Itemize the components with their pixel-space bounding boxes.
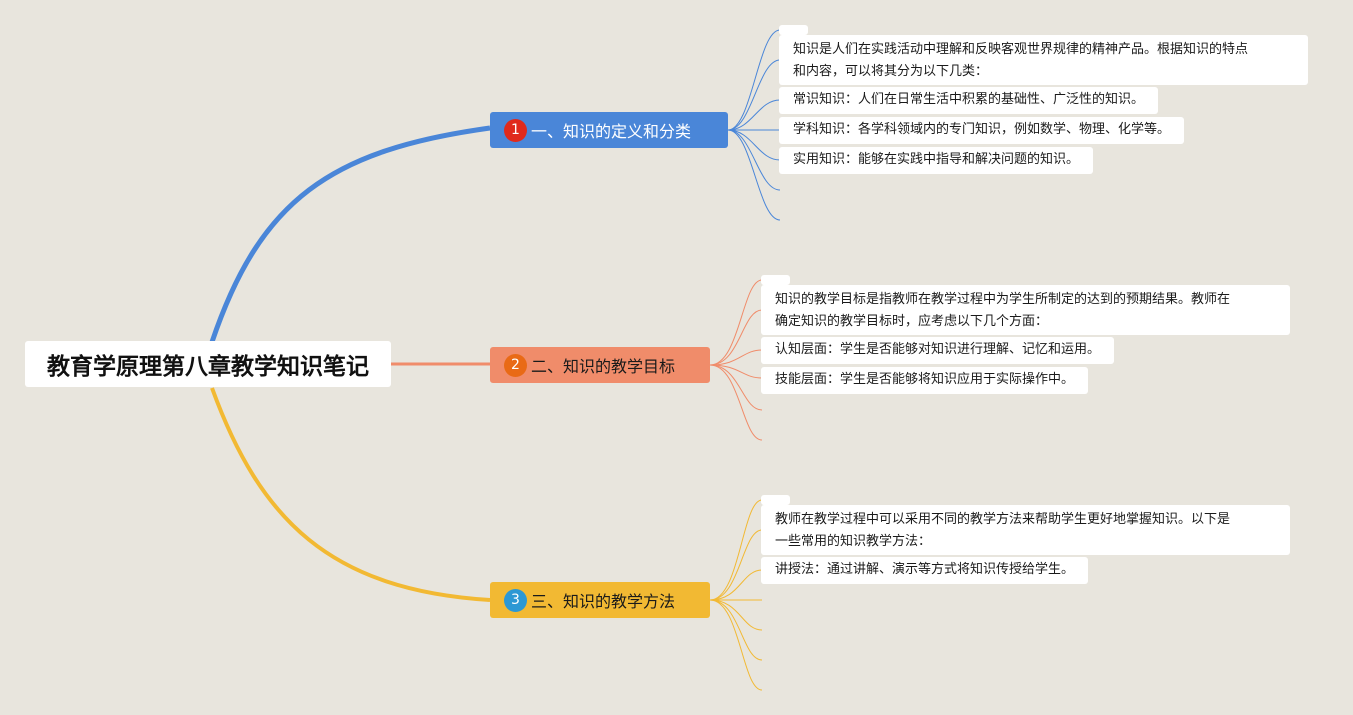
subtopic-2-item-1[interactable]: 认知层面：学生是否能够对知识进行理解、记忆和运用。	[761, 337, 1115, 364]
connector-main-1	[209, 125, 491, 343]
branch-topic-3[interactable]: 3 三、知识的教学方法	[490, 582, 710, 618]
subtopic-1-item-1[interactable]: 常识知识：人们在日常生活中积累的基础性、广泛性的知识。	[779, 87, 1159, 114]
subtopic-2-intro-line2: 确定知识的教学目标时，应考虑以下几个方面：	[775, 314, 1049, 329]
subtopic-3-intro-line1: 教师在教学过程中可以采用不同的教学方法来帮助学生更好地掌握知识。以下是	[775, 512, 1231, 527]
connector-group-2	[709, 279, 763, 441]
empty-subtopic-1[interactable]	[779, 25, 808, 35]
subtopic-3-intro-line2: 一些常用的知识教学方法：	[775, 534, 932, 549]
empty-subtopic-2[interactable]	[761, 275, 790, 285]
central-topic[interactable]: 教育学原理第八章教学知识笔记	[25, 341, 391, 387]
branch-label-1: 一、知识的定义和分类	[531, 122, 692, 141]
number-badge-1: 1	[504, 118, 527, 142]
subtopic-2-intro-line1: 知识的教学目标是指教师在教学过程中为学生所制定的达到的预期结果。教师在	[775, 292, 1231, 307]
subtopic-1-intro-line1: 知识是人们在实践活动中理解和反映客观世界规律的精神产品。根据知识的特点	[793, 42, 1249, 57]
empty-subtopic-3[interactable]	[761, 495, 790, 505]
number-badge-3: 3	[504, 588, 527, 612]
number-badge-2: 2	[504, 353, 527, 377]
connector-main-3	[210, 387, 491, 602]
subtopic-1-intro-line2: 和内容，可以将其分为以下几类：	[793, 64, 989, 79]
connector-group-3	[709, 499, 763, 691]
subtopic-1-item-2[interactable]: 学科知识：各学科领域内的专门知识，例如数学、物理、化学等。	[779, 117, 1185, 144]
branch-topic-1[interactable]: 1 一、知识的定义和分类	[490, 112, 728, 148]
subtopic-3-intro[interactable]: 教师在教学过程中可以采用不同的教学方法来帮助学生更好地掌握知识。以下是 一些常用…	[761, 505, 1290, 555]
branch-topic-2[interactable]: 2 二、知识的教学目标	[490, 347, 710, 383]
subtopic-1-item-3[interactable]: 实用知识：能够在实践中指导和解决问题的知识。	[779, 147, 1094, 174]
branch-label-2: 二、知识的教学目标	[531, 357, 676, 376]
connector-group-1	[727, 29, 781, 221]
subtopic-1-intro[interactable]: 知识是人们在实践活动中理解和反映客观世界规律的精神产品。根据知识的特点 和内容，…	[779, 35, 1308, 85]
subtopic-2-intro[interactable]: 知识的教学目标是指教师在教学过程中为学生所制定的达到的预期结果。教师在 确定知识…	[761, 285, 1290, 335]
branch-label-3: 三、知识的教学方法	[531, 592, 676, 611]
subtopic-2-item-2[interactable]: 技能层面：学生是否能够将知识应用于实际操作中。	[761, 367, 1089, 394]
subtopic-3-item-1[interactable]: 讲授法：通过讲解、演示等方式将知识传授给学生。	[761, 557, 1089, 584]
